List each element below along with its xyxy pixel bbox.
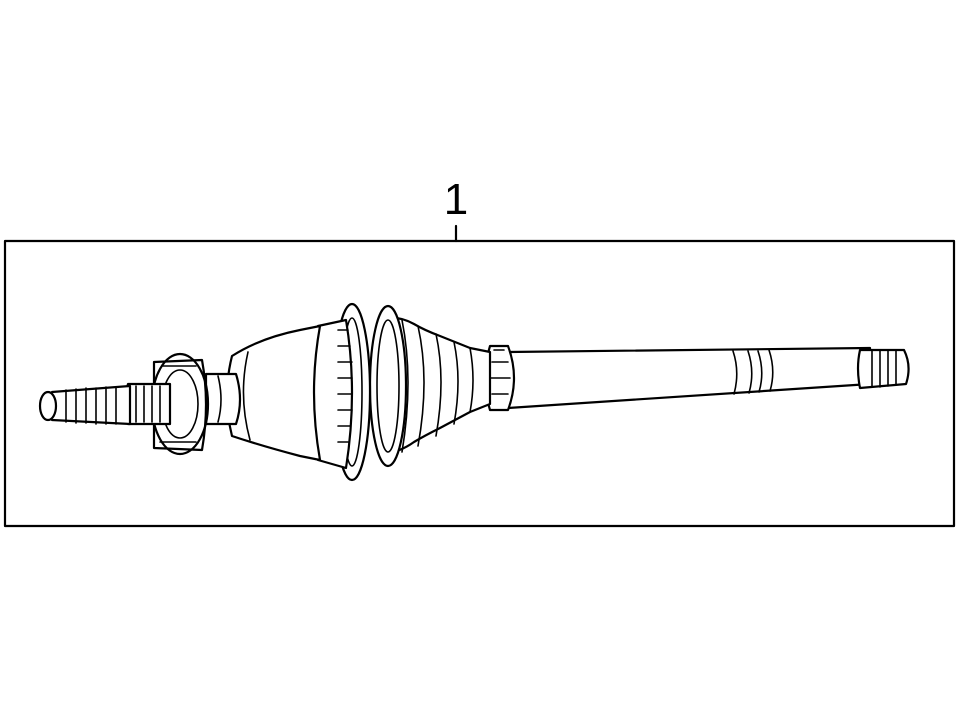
outer-cv-joint-housing [225,324,322,462]
outer-spline-stub [123,382,172,426]
axle-shaft-assembly[interactable] [38,302,910,482]
abs-tone-ring [310,318,354,470]
assembly-frame-box [3,239,956,528]
cv-joint-boot [382,316,492,456]
axle-shaft-bar [506,346,872,410]
boot-clamp-ring [483,344,516,412]
threaded-stub-end [38,384,132,426]
hub-nut [150,352,210,456]
outer-spline-end [856,348,910,390]
housing-neck [204,372,242,426]
callout-number-1[interactable]: 1 [444,175,468,224]
